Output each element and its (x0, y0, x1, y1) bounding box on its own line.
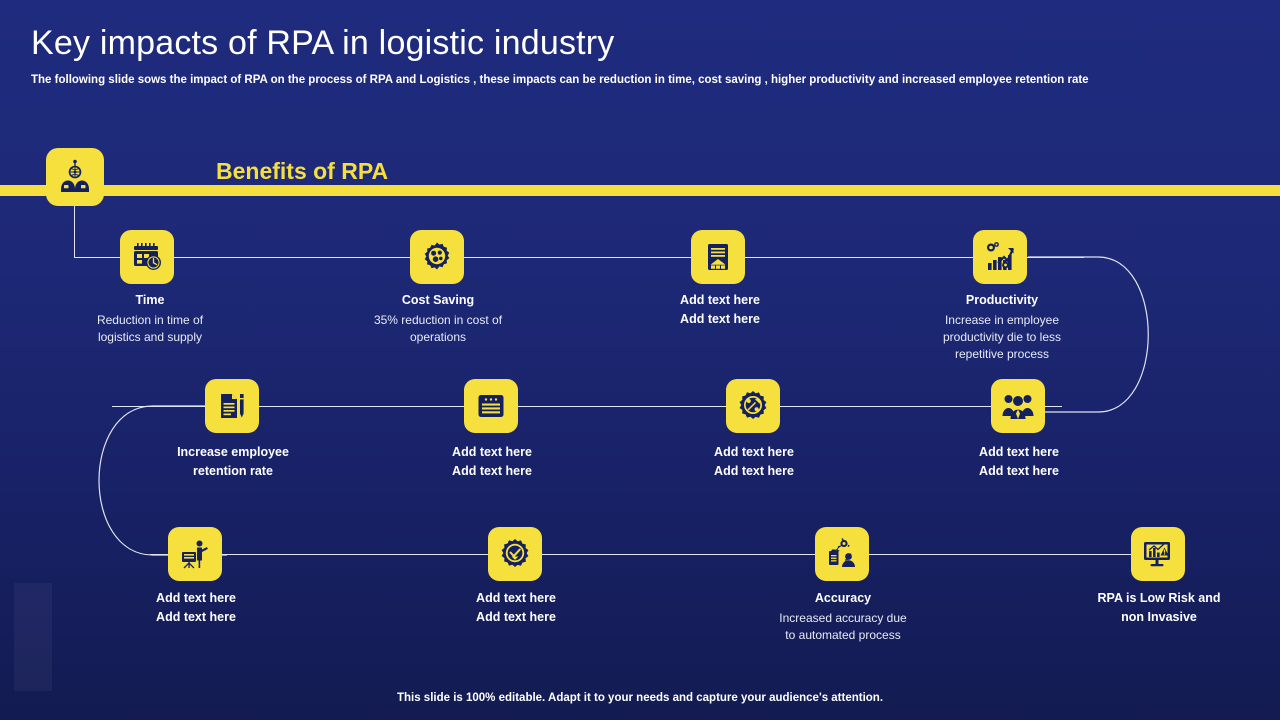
footer-note: This slide is 100% editable. Adapt it to… (396, 692, 884, 704)
node-heading-r3c2: Add text here Add text here (476, 591, 556, 624)
browser-window-icon (476, 391, 506, 421)
gear-wrench-icon (737, 390, 769, 422)
node-tile-r3c3[interactable] (815, 527, 869, 581)
node-tile-r1c1[interactable] (120, 230, 174, 284)
clipboard-gear-user-icon (826, 538, 858, 570)
node-heading-r2c3: Add text here Add text here (714, 445, 794, 478)
connector-row2-horizontal (112, 406, 1062, 407)
node-heading-r2c2: Add text here Add text here (452, 445, 532, 478)
node-tile-r3c2[interactable] (488, 527, 542, 581)
header-node-tile[interactable] (46, 148, 104, 206)
benefits-label: Benefits of RPA (216, 158, 389, 184)
node-heading-r1c2: Cost Saving (401, 293, 475, 307)
rpa-robot-icon (57, 159, 93, 195)
gear-check-icon (499, 538, 531, 570)
node-body-r1c4: Increase in employee productivity die to… (942, 313, 1062, 361)
node-tile-r2c4[interactable] (991, 379, 1045, 433)
connector-header-vertical (74, 206, 75, 258)
page-subtitle: The following slide sows the impact of R… (31, 74, 1089, 86)
node-tile-r1c4[interactable] (973, 230, 1027, 284)
connector-row3-horizontal (150, 554, 1160, 555)
node-body-r1c2: 35% reduction in cost of operations (373, 313, 503, 344)
node-tile-r2c3[interactable] (726, 379, 780, 433)
node-body-r3c3: Increased accuracy due to automated proc… (779, 611, 907, 642)
node-tile-r3c4[interactable] (1131, 527, 1185, 581)
node-heading-r3c3: Accuracy (814, 591, 872, 605)
document-pencil-icon (217, 391, 247, 421)
node-tile-r1c3[interactable] (691, 230, 745, 284)
gear-coins-icon (421, 241, 453, 273)
node-body-r1c1: Reduction in time of logistics and suppl… (96, 313, 204, 344)
node-heading-r2c1: Increase employee retention rate (177, 445, 289, 478)
node-heading-r2c4: Add text here Add text here (979, 445, 1059, 478)
node-heading-r3c4: RPA is Low Risk and non Invasive (1097, 591, 1221, 624)
node-heading-r1c3: Add text here Add text here (680, 293, 760, 326)
node-tile-r3c1[interactable] (168, 527, 222, 581)
node-heading-r1c1: Time (135, 293, 165, 307)
node-heading-r1c4: Productivity (965, 293, 1039, 307)
node-tile-r1c2[interactable] (410, 230, 464, 284)
calendar-clock-icon (131, 241, 163, 273)
accent-band (0, 185, 1280, 196)
report-chart-icon (703, 242, 733, 272)
monitor-alert-icon (1142, 539, 1174, 569)
team-people-icon (1002, 391, 1034, 421)
growth-gear-icon (984, 241, 1016, 273)
connector-curve-right (1028, 256, 1149, 413)
node-heading-r3c1: Add text here Add text here (156, 591, 236, 624)
decorative-left-block (14, 583, 52, 691)
connector-row1-horizontal (74, 257, 1084, 258)
node-tile-r2c2[interactable] (464, 379, 518, 433)
connector-curve-left (98, 405, 227, 556)
presenter-board-icon (180, 539, 210, 569)
page-title: Key impacts of RPA in logistic industry (31, 24, 615, 62)
node-tile-r2c1[interactable] (205, 379, 259, 433)
